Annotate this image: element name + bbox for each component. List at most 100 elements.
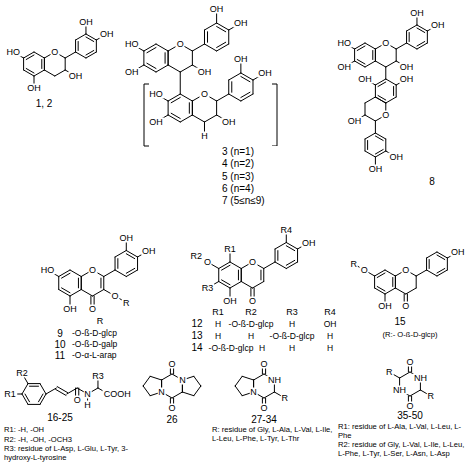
atom-label: O xyxy=(259,404,268,413)
table-cell: -O-ß-D-glcp xyxy=(208,344,255,353)
bond xyxy=(81,290,92,297)
bond xyxy=(65,58,66,70)
bond xyxy=(375,97,385,103)
atom-label: OH xyxy=(197,68,213,77)
atom-label: HO xyxy=(5,48,21,57)
bond xyxy=(44,58,45,70)
bond xyxy=(416,270,426,276)
bond xyxy=(275,262,286,269)
bond xyxy=(357,46,365,51)
note: R2: residue of Gly, L-Val, L-Ile, L-Leu,… xyxy=(338,441,472,458)
bracket xyxy=(272,84,277,146)
bond xyxy=(275,249,276,262)
bond xyxy=(367,141,368,150)
atom-label: R xyxy=(122,298,131,307)
bond xyxy=(275,243,286,250)
bond xyxy=(375,49,376,61)
bond xyxy=(26,69,34,74)
compound-number: 26 xyxy=(165,415,178,425)
bond xyxy=(189,103,190,114)
bond xyxy=(218,269,219,282)
note: R1: residue of L-Ala, L-Val, L-Leu, L-Ph… xyxy=(338,423,472,440)
atom-label: R xyxy=(350,260,359,269)
atom-label: O xyxy=(381,111,390,120)
bond xyxy=(23,58,24,70)
bond xyxy=(375,61,385,67)
compound-number: 1, 2 xyxy=(35,99,54,109)
bond xyxy=(216,101,217,115)
atom-label: R xyxy=(427,392,436,401)
bond xyxy=(365,103,366,115)
bond xyxy=(407,43,417,49)
atom-label: O xyxy=(401,302,410,311)
bond xyxy=(238,270,239,280)
bond xyxy=(194,376,201,386)
bond xyxy=(217,23,229,30)
atom-label: R2 xyxy=(189,251,203,260)
bond xyxy=(375,85,376,97)
bond xyxy=(217,27,226,32)
bond xyxy=(365,43,375,49)
bond xyxy=(392,278,393,287)
atom-label: O xyxy=(203,258,212,267)
bond xyxy=(437,252,447,258)
bond xyxy=(253,282,264,289)
atom-label: OH xyxy=(68,72,84,81)
bond xyxy=(217,94,229,101)
atom-label: HO xyxy=(336,39,352,48)
table-cell: H xyxy=(247,332,255,341)
bond xyxy=(143,386,150,396)
bond xyxy=(222,280,230,285)
bond xyxy=(385,139,386,151)
bond xyxy=(180,65,192,72)
bond xyxy=(437,269,445,274)
bond xyxy=(426,258,427,270)
bond xyxy=(168,65,180,72)
bond xyxy=(76,34,86,40)
compound-number: 16-25 xyxy=(46,413,74,423)
table-cell: OH xyxy=(323,320,338,329)
bond xyxy=(137,257,138,270)
bond xyxy=(144,65,156,72)
atom-label: OH xyxy=(357,75,373,84)
atom-label: OH xyxy=(257,69,273,78)
table-cell: -O-α-L-arap xyxy=(72,351,182,361)
bond xyxy=(126,251,137,258)
atom-label: OH xyxy=(62,305,78,314)
bond xyxy=(115,270,126,277)
atom-label: OH xyxy=(119,233,135,242)
atom-label: R1 xyxy=(223,245,237,254)
bond xyxy=(375,133,385,139)
atom-label: R xyxy=(385,368,394,377)
bond xyxy=(235,376,242,386)
bond xyxy=(70,270,81,277)
bond xyxy=(156,65,168,72)
compound-number: 12 xyxy=(190,319,203,329)
atom-label: O xyxy=(176,40,185,49)
bond xyxy=(395,276,396,288)
atom-label: OH xyxy=(148,118,164,127)
bond xyxy=(39,394,44,402)
atom-label: OH xyxy=(430,21,446,30)
atom-label: OH xyxy=(99,30,115,39)
bond xyxy=(204,23,216,30)
bond xyxy=(126,268,134,273)
bond xyxy=(396,49,397,61)
bond xyxy=(447,258,448,270)
bond xyxy=(375,150,383,155)
bond xyxy=(22,384,28,394)
bond xyxy=(242,376,253,380)
table-header: R xyxy=(96,317,105,326)
bond xyxy=(65,52,75,58)
bond xyxy=(168,51,169,65)
atom-label: OH xyxy=(221,118,237,127)
bond xyxy=(204,44,216,51)
atom-label: NH xyxy=(413,374,428,383)
bond xyxy=(168,115,180,122)
note: R: residue of Gly, L-Ala, L-Val, L-Ile, … xyxy=(212,426,334,443)
atom-label: O xyxy=(88,266,97,275)
bond xyxy=(241,77,250,82)
bond xyxy=(375,121,376,133)
bond xyxy=(375,49,376,61)
bond xyxy=(62,288,70,293)
